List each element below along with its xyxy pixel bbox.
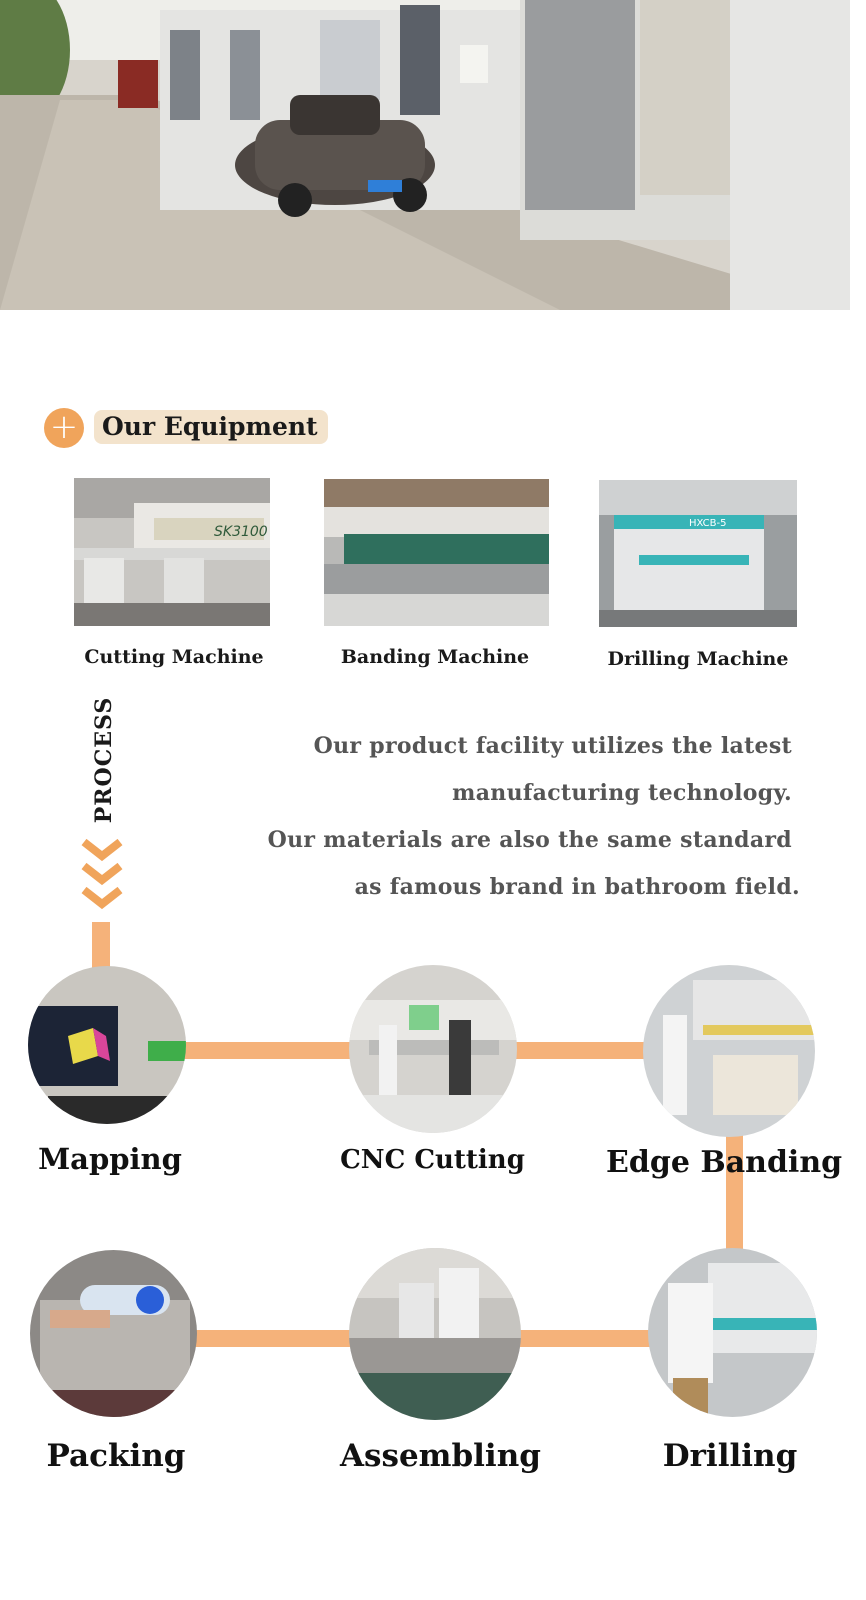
chevron-down-icon	[80, 838, 124, 914]
step-label-cnc-cutting: CNC Cutting	[340, 1145, 525, 1175]
plus-icon: +	[44, 408, 84, 448]
step-label-mapping: Mapping	[38, 1142, 182, 1176]
step-photo-edge-banding	[643, 965, 815, 1137]
banding-machine-photo	[324, 479, 549, 626]
step-label-assembling: Assembling	[340, 1438, 541, 1474]
equipment-label-drilling: Drilling Machine	[607, 648, 789, 670]
step-label-packing: Packing	[46, 1438, 186, 1474]
drilling-machine-photo: HXCB-5	[599, 480, 797, 627]
connector-line	[726, 1120, 743, 1260]
step-photo-drilling	[648, 1248, 817, 1417]
description-line-3: Our materials are also the same standard	[267, 827, 792, 853]
step-photo-packing	[30, 1250, 197, 1417]
equipment-label-banding: Banding Machine	[340, 646, 530, 668]
step-photo-assembling	[349, 1248, 521, 1420]
drilling-screen-text: HXCB-5	[689, 518, 726, 529]
factory-hero-photo	[0, 0, 850, 310]
section-title: Our Equipment	[94, 410, 328, 444]
step-photo-mapping	[28, 966, 186, 1124]
description-line-4: as famous brand in bathroom field.	[354, 874, 800, 900]
step-photo-cnc-cutting	[349, 965, 517, 1133]
cutting-screen-text: SK3100	[214, 524, 268, 540]
connector-line	[92, 922, 110, 972]
cutting-machine-photo: SK3100	[74, 478, 270, 626]
process-label: PROCESS	[91, 696, 117, 824]
step-label-drilling: Drilling	[662, 1438, 798, 1474]
description-line-2: manufacturing technology.	[452, 780, 792, 806]
equipment-label-cutting: Cutting Machine	[84, 646, 264, 668]
description-line-1: Our product facility utilizes the latest	[313, 733, 792, 759]
step-label-edge-banding: Edge Banding	[606, 1145, 843, 1180]
